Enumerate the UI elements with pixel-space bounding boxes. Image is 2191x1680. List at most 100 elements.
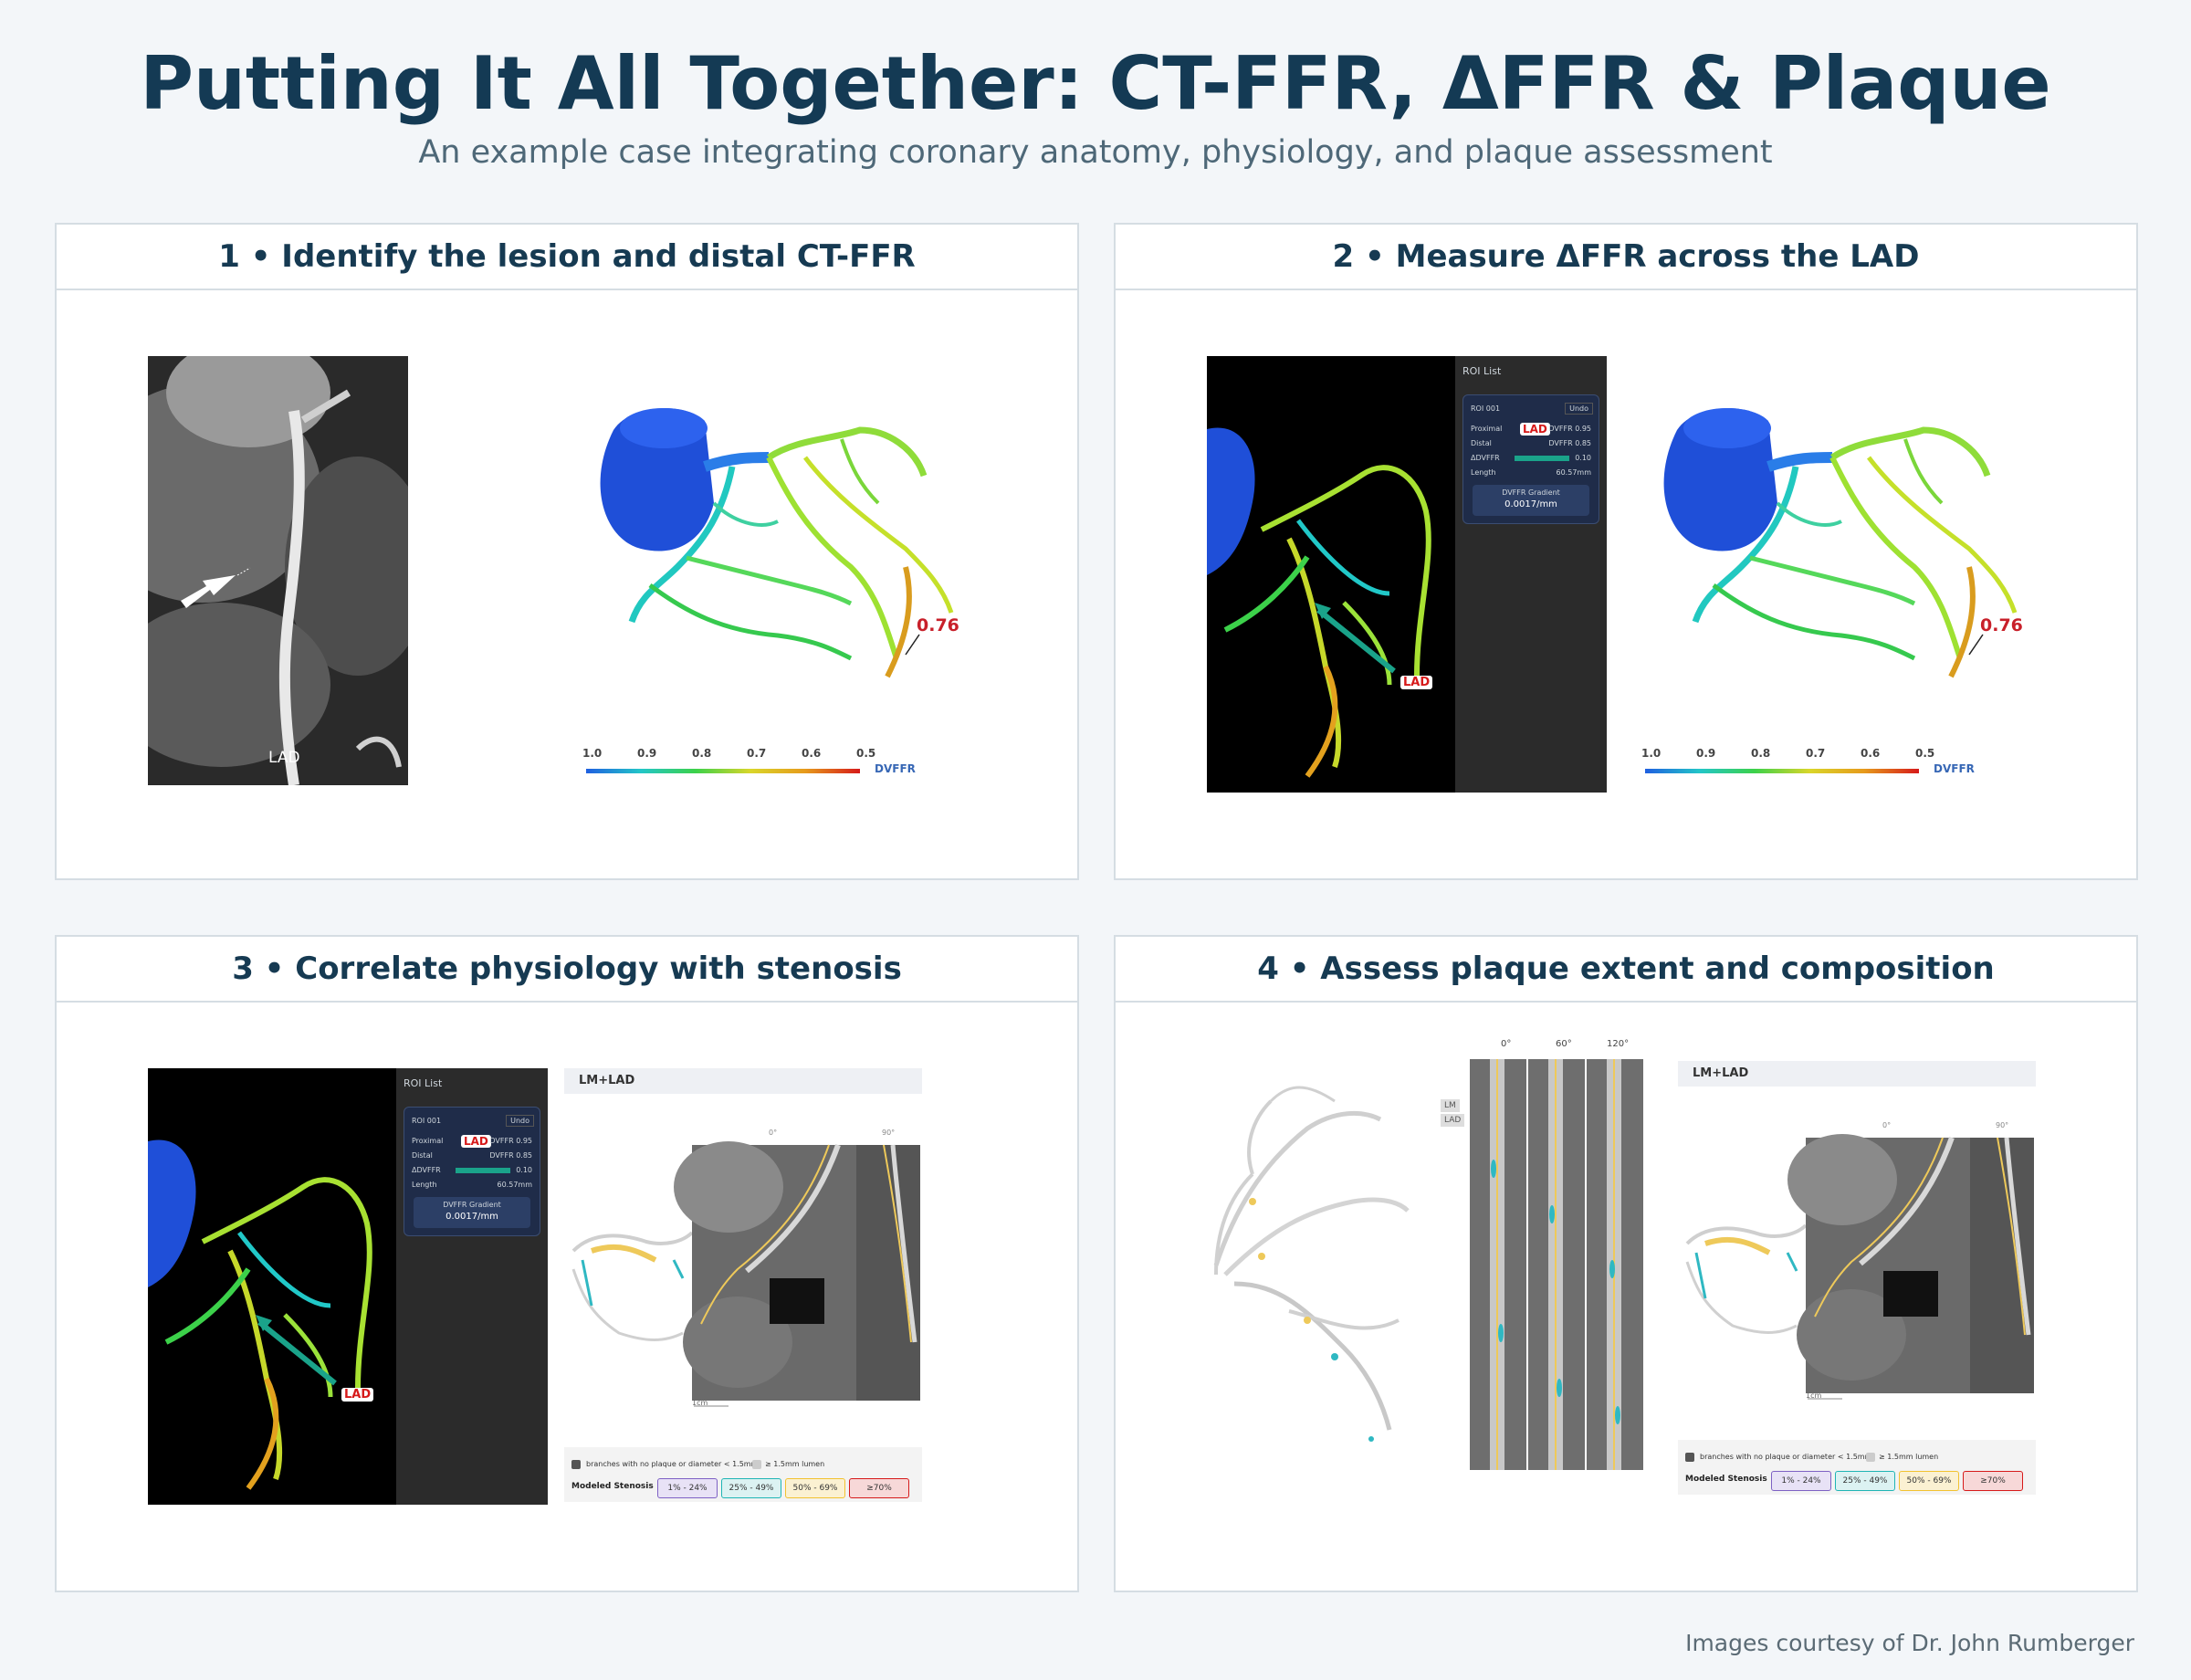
stenosis-chip: ≥70%	[849, 1478, 909, 1498]
delta-arrow	[456, 1168, 510, 1173]
colorbar-tick: 0.6	[802, 747, 822, 760]
dvffr-colorbar: 1.0 0.9 0.8 0.7 0.6 0.5 DVFFR	[1641, 747, 1988, 783]
vessel-tag: LAD	[1400, 676, 1433, 689]
angle-label: 0°	[1501, 1039, 1512, 1049]
stenosis-chip: 25% - 49%	[1835, 1471, 1895, 1491]
plaque-viewer-image: LM+LAD 0° 90° 1cm branches with no plaqu…	[564, 1068, 922, 1505]
roi-screenshot: LAD ROI List ROI 001 Undo LAD Proximal D…	[1207, 356, 1607, 793]
roi-vessel-badge: LAD	[461, 1135, 491, 1148]
roi-row-label: Distal	[1471, 439, 1492, 447]
roi-list-panel: ROI List ROI 001 Undo LAD Proximal DVFFR…	[396, 1068, 548, 1505]
gradient-box: DVFFR Gradient 0.0017/mm	[414, 1197, 530, 1228]
roi-row-value: DVFFR 0.95	[489, 1137, 532, 1145]
roi-row-label: Length	[1471, 468, 1496, 477]
ct-ffr-tree-image: 0.76	[577, 403, 960, 704]
angle-label: 90°	[882, 1129, 896, 1137]
roi-card: ROI 001 Undo LAD Proximal DVFFR 0.95 Dis…	[1462, 394, 1599, 524]
straightened-mpr: 0° 60° 120°	[1470, 1039, 1643, 1472]
angle-label: 90°	[1996, 1121, 2009, 1129]
panel-2: 2 • Measure ΔFFR across the LAD LAD ROI …	[1114, 223, 2138, 880]
colorbar-tick: 0.9	[637, 747, 657, 760]
ffr-value-label: 0.76	[917, 615, 959, 635]
colorbar-tick: 0.8	[1751, 747, 1771, 760]
vessel-side-label: LAD	[1441, 1114, 1465, 1127]
stenosis-legend: branches with no plaque or diameter < 1.…	[1678, 1440, 2036, 1495]
page-title: Putting It All Together: CT-FFR, ΔFFR & …	[140, 41, 2051, 126]
legend-text: ≥ 1.5mm lumen	[765, 1460, 825, 1468]
stenosis-chip: 1% - 24%	[657, 1478, 718, 1498]
roi-name: ROI 001	[1471, 404, 1501, 413]
dvffr-colorbar: 1.0 0.9 0.8 0.7 0.6 0.5 DVFFR	[582, 747, 929, 783]
roi-card: ROI 001 Undo LAD Proximal DVFFR 0.95 Dis…	[404, 1107, 540, 1236]
legend-title: Modeled Stenosis	[1685, 1475, 1767, 1484]
panel-2-title: 2 • Measure ΔFFR across the LAD	[1116, 225, 2136, 290]
angle-label: 60°	[1556, 1039, 1572, 1049]
colorbar-tick: 1.0	[1641, 747, 1662, 760]
plaque-viewer-header: LM+LAD	[564, 1068, 922, 1094]
colorbar-tick: 0.6	[1861, 747, 1881, 760]
gradient-box: DVFFR Gradient 0.0017/mm	[1473, 485, 1589, 516]
ffr-value-label: 0.76	[1980, 615, 2023, 635]
panel-1-title: 1 • Identify the lesion and distal CT-FF…	[57, 225, 1077, 290]
roi-row-label: ΔDVFFR	[412, 1166, 441, 1174]
plaque-tree-image	[1198, 1046, 1435, 1466]
roi-row-value: 60.57mm	[1556, 468, 1592, 477]
delta-arrow	[1515, 456, 1569, 461]
colorbar-tick: 0.7	[747, 747, 767, 760]
scale-label: 1cm	[692, 1399, 708, 1407]
roi-row-value: 0.10	[516, 1166, 532, 1174]
page-subtitle: An example case integrating coronary ana…	[418, 134, 1773, 171]
angle-label: 120°	[1607, 1039, 1630, 1049]
colorbar-tick: 0.5	[856, 747, 876, 760]
roi-list-panel: ROI List ROI 001 Undo LAD Proximal DVFFR…	[1455, 356, 1607, 793]
roi-row-value: DVFFR 0.95	[1548, 425, 1591, 433]
colorbar-tick: 0.5	[1915, 747, 1935, 760]
roi-vessel-badge: LAD	[1520, 423, 1550, 436]
gradient-label: DVFFR Gradient	[1502, 488, 1560, 497]
roi-row-label: Length	[412, 1181, 437, 1189]
legend-swatch	[752, 1460, 761, 1469]
legend-swatch	[1685, 1453, 1694, 1462]
roi-name: ROI 001	[412, 1117, 442, 1125]
roi-row-label: Proximal	[412, 1137, 444, 1145]
plaque-viewer-image: LM+LAD 0° 90° 1cm branches with no plaqu…	[1678, 1061, 2036, 1497]
vessel-side-label: LM	[1441, 1099, 1460, 1112]
roi-undo-button[interactable]: Undo	[1565, 403, 1593, 415]
panel-4-title: 4 • Assess plaque extent and composition	[1116, 937, 2136, 1003]
angle-label: 0°	[1882, 1121, 1892, 1129]
colorbar-tick: 1.0	[582, 747, 603, 760]
colorbar-label: DVFFR	[875, 762, 916, 775]
gradient-label: DVFFR Gradient	[443, 1201, 501, 1209]
legend-text: branches with no plaque or diameter < 1.…	[1700, 1453, 1872, 1461]
roi-row-value: DVFFR 0.85	[489, 1151, 532, 1160]
lad-label: LAD	[268, 749, 300, 767]
roi-undo-button[interactable]: Undo	[506, 1115, 534, 1127]
roi-row-label: Distal	[412, 1151, 433, 1160]
panel-1: 1 • Identify the lesion and distal CT-FF…	[55, 223, 1079, 880]
roi-row-value: 60.57mm	[497, 1181, 533, 1189]
image-credit: Images courtesy of Dr. John Rumberger	[1685, 1630, 2134, 1656]
legend-text: branches with no plaque or diameter < 1.…	[586, 1460, 759, 1468]
legend-swatch	[1866, 1453, 1875, 1462]
legend-swatch	[571, 1460, 581, 1469]
ct-ffr-tree-image: 0.76	[1641, 403, 2024, 704]
stenosis-chip: ≥70%	[1963, 1471, 2023, 1491]
stenosis-chip: 1% - 24%	[1771, 1471, 1831, 1491]
colorbar-tick: 0.9	[1696, 747, 1716, 760]
stenosis-chip: 25% - 49%	[721, 1478, 781, 1498]
scale-label: 1cm	[1806, 1391, 1822, 1400]
roi-row-label: ΔDVFFR	[1471, 454, 1500, 462]
angle-label: 0°	[769, 1129, 778, 1137]
ct-angiogram-image: LAD	[148, 356, 408, 785]
roi-list-title: ROI List	[404, 1077, 443, 1089]
colorbar-gradient	[1645, 769, 1919, 773]
roi-row-value: DVFFR 0.85	[1548, 439, 1591, 447]
panel-3: 3 • Correlate physiology with stenosis L…	[55, 935, 1079, 1592]
colorbar-tick: 0.7	[1806, 747, 1826, 760]
legend-text: ≥ 1.5mm lumen	[1879, 1453, 1939, 1461]
stenosis-chip: 50% - 69%	[785, 1478, 845, 1498]
stenosis-legend: branches with no plaque or diameter < 1.…	[564, 1447, 922, 1502]
colorbar-tick: 0.8	[692, 747, 712, 760]
colorbar-gradient	[586, 769, 860, 773]
gradient-value: 0.0017/mm	[446, 1212, 498, 1222]
